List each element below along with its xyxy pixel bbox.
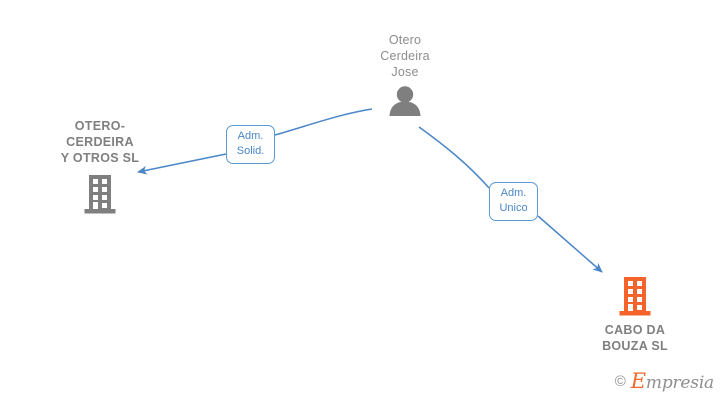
edge-person-to-company-right-upper: [418, 126, 490, 189]
node-company-otero-cerdeira-label: OTERO- CERDEIRA Y OTROS SL: [60, 119, 140, 165]
edge-person-to-company-left-upper: [274, 108, 373, 136]
node-person[interactable]: Otero Cerdeira Jose: [340, 32, 470, 116]
node-company-cabo-da-bouza-label: CABO DA BOUZA SL: [602, 323, 668, 353]
edge-person-to-company-left: [137, 153, 227, 175]
copyright-icon: ©: [614, 373, 626, 390]
edge-label-adm-solid[interactable]: Adm. Solid.: [226, 125, 275, 164]
edge-person-to-company-right: [537, 215, 603, 273]
person-icon: [340, 86, 470, 116]
brand-rest: mpresia: [645, 373, 714, 393]
brand-initial: E: [630, 369, 646, 393]
building-icon: [565, 276, 705, 316]
node-person-label: Otero Cerdeira Jose: [380, 33, 430, 79]
edge-label-adm-unico[interactable]: Adm. Unico: [489, 182, 538, 221]
node-company-otero-cerdeira[interactable]: OTERO- CERDEIRA Y OTROS SL: [35, 118, 165, 214]
node-company-cabo-da-bouza[interactable]: CABO DA BOUZA SL: [565, 276, 705, 354]
brand-logo-text: Empresia: [631, 371, 714, 392]
watermark-empresia: © Empresia: [615, 371, 714, 392]
building-icon: [35, 174, 165, 214]
